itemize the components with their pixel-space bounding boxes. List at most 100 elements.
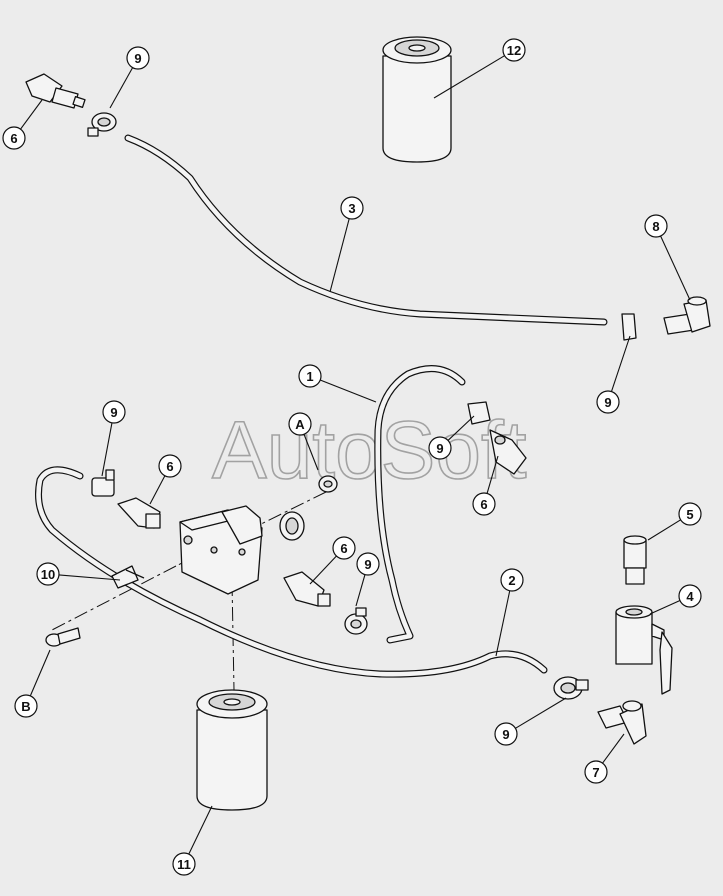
leader-line-c-7 [602,733,625,764]
callout-c-6-right: 6 [472,492,496,516]
leader-line-c-10 [58,574,121,581]
callout-c-9-right: 9 [596,390,620,414]
callout-circle [584,760,608,784]
callout-c-9-bottom: 9 [494,722,518,746]
callout-circle [502,38,526,62]
callout-circle [298,364,322,388]
callout-label: 9 [502,727,509,742]
callout-label: 10 [41,567,55,582]
callout-c-9-top: 9 [126,46,150,70]
callout-circle [500,568,524,592]
connector-6-top [25,73,86,109]
leader-line-c-2 [495,590,511,657]
callout-label: 6 [166,459,173,474]
callout-circle [2,126,26,150]
callout-circle [172,852,196,876]
callout-circle [644,214,668,238]
hose-clamp-9-hose [467,401,491,425]
leader-line-c-9-right [610,335,631,392]
fuel-filter-12 [382,36,452,163]
callout-c-4: 4 [678,584,702,608]
leader-line-c-9-bottom [515,697,567,729]
callout-c-11: 11 [172,852,196,876]
leader-line-c-4 [649,600,681,615]
leader-line-c-6-low [309,555,337,585]
leader-line-c-1 [320,379,377,403]
callout-circle [288,412,312,436]
fuel-manifold-block [179,505,305,595]
callout-c-6-low: 6 [332,536,356,560]
callout-c-B: B [14,694,38,718]
callout-circle [158,454,182,478]
leader-line-c-8 [660,235,691,301]
leader-line-c-11 [188,805,213,855]
hose-clamp-9-mid [91,469,115,497]
callout-c-7: 7 [584,760,608,784]
callout-label: 9 [364,557,371,572]
hose-clamp-9-top [87,112,117,137]
callout-label: 1 [306,369,313,384]
callout-c-10: 10 [36,562,60,586]
callout-circle [14,694,38,718]
leader-line-c-12 [433,55,505,99]
callout-label: 6 [10,131,17,146]
elbow-fitting-8 [663,296,711,335]
callout-c-9-low: 9 [356,552,380,576]
leader-line-c-B [29,649,51,697]
fuel-filter-11 [196,689,268,811]
callout-circle [102,400,126,424]
callout-circle [494,722,518,746]
hose-clamp-9-right [621,313,637,341]
bolt-B [45,627,81,647]
callout-c-8: 8 [644,214,668,238]
callout-label: B [21,699,30,714]
fuel-hose-2 [35,466,548,678]
callout-label: 9 [110,405,117,420]
callout-circle [36,562,60,586]
callout-c-12: 12 [502,38,526,62]
leader-line-c-3 [329,218,350,293]
callout-c-A: A [288,412,312,436]
callout-c-6-top: 6 [2,126,26,150]
connector-6-mid [117,497,161,529]
callout-circle [596,390,620,414]
callout-label: A [295,417,305,432]
callout-label: 2 [508,573,515,588]
clip-10 [111,565,145,589]
callout-label: 9 [436,441,443,456]
callout-label: 3 [348,201,355,216]
callout-c-1: 1 [298,364,322,388]
callout-label: 6 [340,541,347,556]
callout-label: 9 [604,395,611,410]
leader-line-c-9-mid [101,422,113,477]
plug-A [318,475,338,493]
callout-c-3: 3 [340,196,364,220]
connector-6-right [489,429,527,475]
connector-6-low [283,571,331,607]
callout-circle [126,46,150,70]
callout-circle [472,492,496,516]
hose-clamp-9-bottom [553,676,589,700]
leader-line-c-6-top [20,99,43,130]
leader-line-c-5 [647,519,681,541]
callout-circle [356,552,380,576]
fuel-hose-3 [124,134,608,326]
callout-c-5: 5 [678,502,702,526]
callout-circle [678,584,702,608]
callout-c-9-mid: 9 [102,400,126,424]
leader-line-c-9-top [109,67,134,109]
callout-label: 8 [652,219,659,234]
callout-label: 12 [507,43,521,58]
callout-label: 11 [177,857,191,872]
leader-line-c-6-mid [149,475,166,505]
callout-circle [428,436,452,460]
callout-label: 7 [592,765,599,780]
nipple-fitting-5 [623,535,647,585]
callout-label: 9 [134,51,141,66]
elbow-fitting-7 [597,700,647,745]
fuel-hose-1 [374,365,466,644]
callout-label: 6 [480,497,487,512]
callout-leaders [20,55,691,855]
callout-label: 4 [686,589,694,604]
